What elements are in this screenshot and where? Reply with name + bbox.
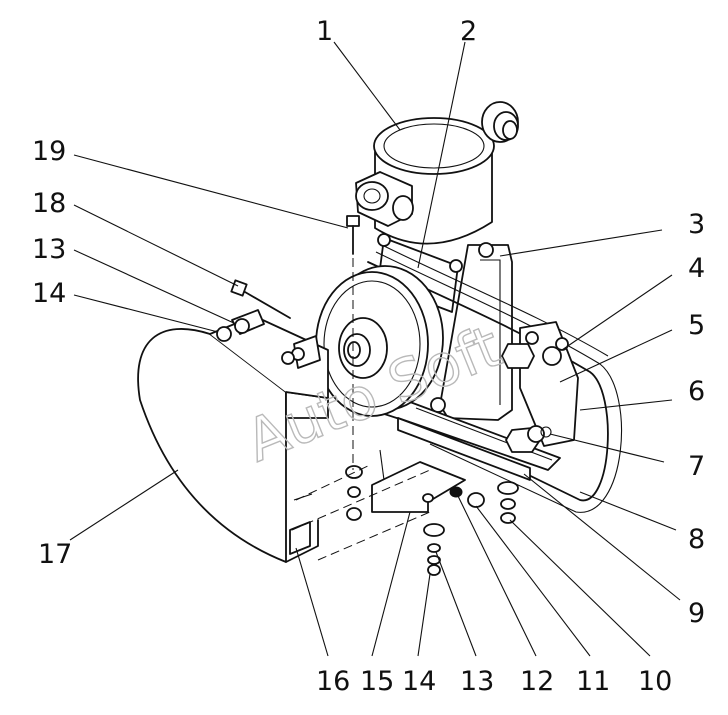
slide-rail	[397, 401, 561, 481]
leader-lines	[69, 41, 681, 657]
belt-guard	[137, 309, 329, 563]
callout-19: 19	[32, 136, 66, 167]
callout-10: 10	[638, 666, 672, 697]
callout-13-left: 13	[32, 234, 66, 265]
callout-8: 8	[688, 524, 705, 555]
callout-2: 2	[460, 16, 477, 47]
adjusting-bolt	[505, 425, 552, 453]
callout-13-bottom: 13	[460, 666, 494, 697]
electric-motor	[355, 101, 519, 245]
bolt-19	[346, 215, 360, 255]
washers-center	[345, 465, 363, 521]
washers-bottom	[423, 523, 445, 576]
callout-11: 11	[576, 666, 610, 697]
callout-12: 12	[520, 666, 554, 697]
callout-9: 9	[688, 598, 705, 629]
tension-plate	[501, 321, 579, 447]
washers-right	[449, 481, 519, 524]
mounting-bracket	[430, 242, 513, 421]
callout-7: 7	[688, 451, 705, 482]
base-plate	[371, 449, 466, 513]
callout-4: 4	[688, 253, 705, 284]
callout-6: 6	[688, 376, 705, 407]
callout-15: 15	[360, 666, 394, 697]
callout-14-left: 14	[32, 278, 66, 309]
callout-16: 16	[316, 666, 350, 697]
callout-labels: 1 2 3 4 5 6 7 8 9 10 11 12 13 14 15 16 1…	[32, 16, 705, 697]
washers-left	[216, 318, 305, 365]
callout-14-bottom: 14	[402, 666, 436, 697]
callout-5: 5	[688, 310, 705, 341]
bolt-18	[230, 279, 291, 319]
callout-17: 17	[38, 539, 72, 570]
callout-18: 18	[32, 188, 66, 219]
callout-3: 3	[688, 209, 705, 240]
callout-1: 1	[316, 16, 333, 47]
assembly-axes	[291, 258, 431, 561]
